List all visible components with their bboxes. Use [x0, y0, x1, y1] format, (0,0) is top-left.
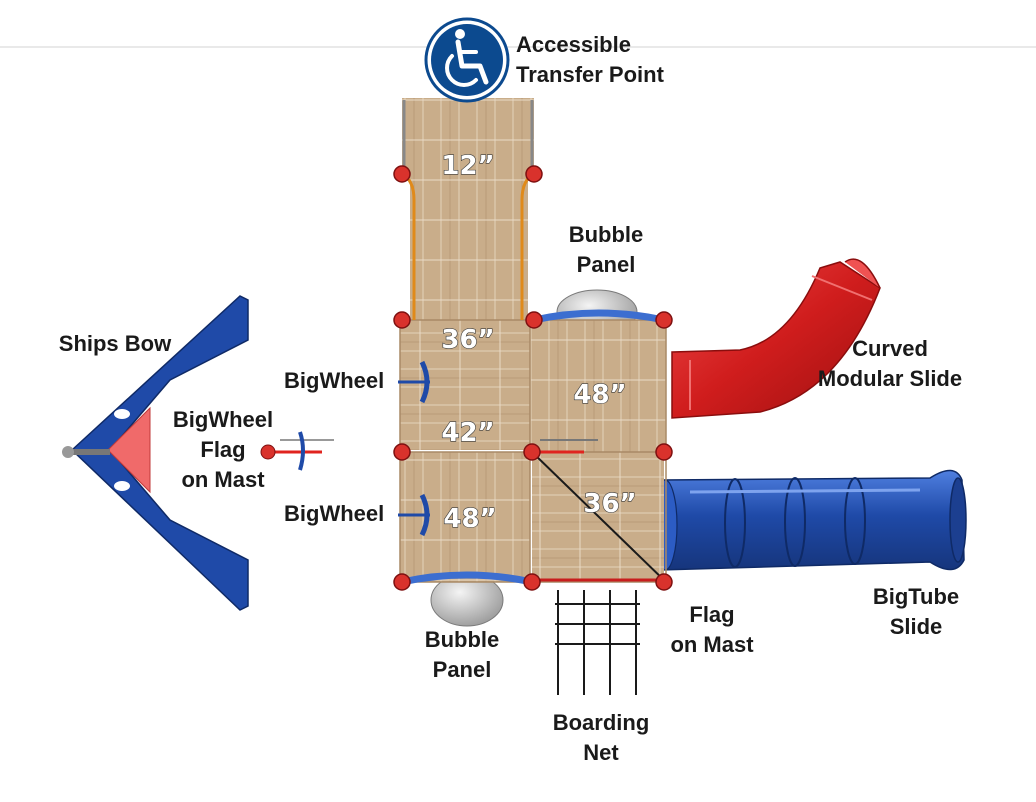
deck-height-upper-right: 48”	[573, 380, 626, 410]
curved-modular-slide	[671, 258, 881, 419]
bigwheel-top	[398, 360, 430, 404]
deck-height-middle-left: 42”	[441, 418, 494, 448]
label-bubble-panel-bottom: Bubble Panel	[424, 627, 500, 682]
label-accessible-transfer-point: Accessible Transfer Point	[516, 32, 664, 87]
bubble-panel-bottom-rail	[401, 571, 533, 586]
deck-posts	[393, 165, 673, 591]
bubble-panel-top-rail	[533, 309, 665, 324]
label-bigwheel-bottom: BigWheel	[284, 501, 385, 526]
bigwheel-bottom	[398, 493, 430, 537]
deck-height-lower-right: 36”	[583, 489, 636, 519]
ships-bow	[62, 295, 249, 611]
label-bigwheel-top: BigWheel	[284, 368, 385, 393]
wheelchair-icon	[424, 17, 510, 103]
label-bigtube-slide: BigTube Slide	[872, 584, 960, 639]
bigwheel-flag-on-mast	[260, 431, 334, 471]
deck-height-lower-left: 48”	[443, 504, 496, 534]
label-flag-on-mast: Flag on Mast	[670, 602, 754, 657]
boarding-net	[555, 590, 640, 695]
label-bigwheel-flag-on-mast: BigWheel Flag on Mast	[172, 407, 274, 492]
label-bubble-panel-top: Bubble Panel	[568, 222, 644, 277]
deck-height-top: 12”	[441, 151, 494, 181]
label-curved-modular-slide: Curved Modular Slide	[817, 336, 963, 391]
label-boarding-net: Boarding Net	[552, 710, 650, 765]
label-ships-bow: Ships Bow	[58, 331, 172, 356]
flag-on-mast-center	[531, 439, 669, 585]
deck-height-upper-left: 36”	[441, 325, 494, 355]
bigtube-slide	[652, 469, 967, 571]
